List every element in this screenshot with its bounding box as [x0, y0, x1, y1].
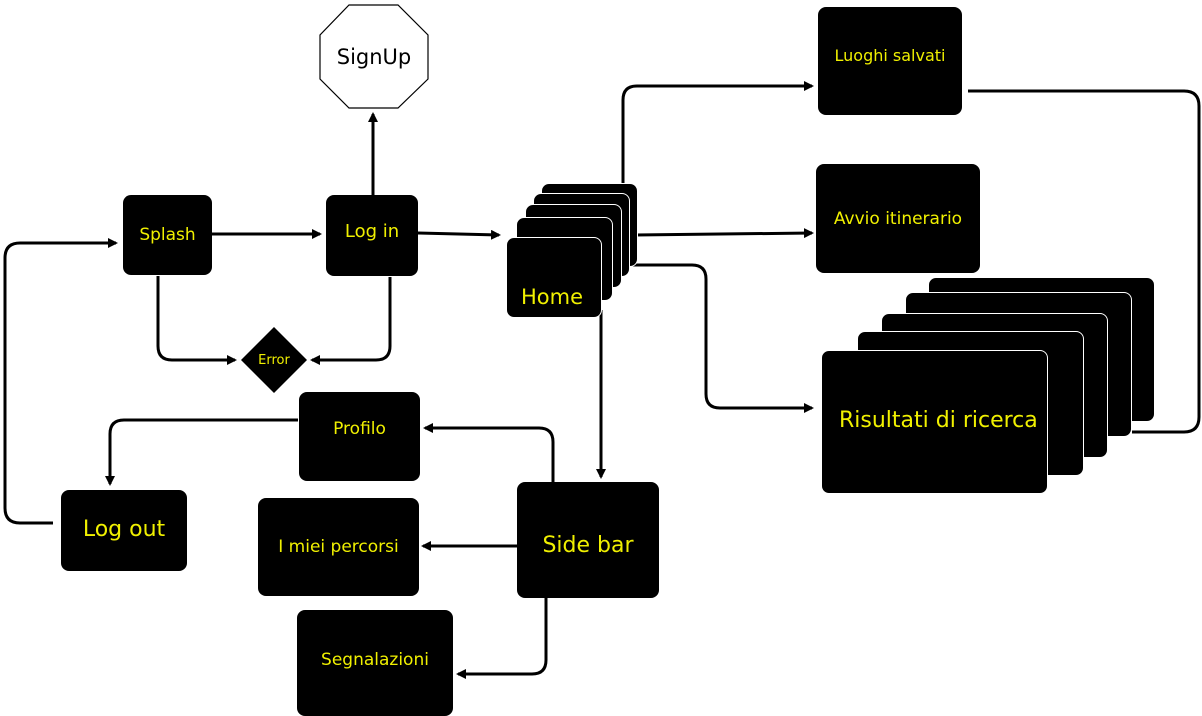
miei-percorsi-node[interactable]: I miei percorsi [258, 498, 419, 596]
edge-luoghi-risultati [968, 89, 1201, 434]
miei-percorsi-label: I miei percorsi [278, 537, 399, 557]
edge-home-avvio [634, 228, 814, 239]
logout-node[interactable]: Log out [61, 490, 187, 571]
error-label: Error [258, 352, 290, 368]
edge-sidebar-segnalazioni [456, 598, 548, 679]
edge-logout-splash [3, 238, 118, 525]
luoghi-salvati-node[interactable]: Luoghi salvati [818, 7, 962, 115]
login-node[interactable]: Log in [326, 195, 418, 276]
signup-label: SignUp [336, 44, 412, 69]
edge-home-luoghi [621, 81, 814, 185]
avvio-itinerario-node[interactable]: Avvio itinerario [816, 164, 980, 273]
logout-label: Log out [82, 516, 166, 542]
segnalazioni-label: Segnalazioni [321, 650, 429, 670]
splash-label: Splash [139, 225, 196, 245]
segnalazioni-node[interactable]: Segnalazioni [297, 610, 453, 716]
login-label: Log in [344, 221, 400, 242]
error-diamond[interactable] [241, 327, 307, 393]
edge-profilo-logout [105, 418, 298, 486]
profilo-node[interactable]: Profilo [299, 392, 420, 481]
edge-login-home [417, 229, 501, 240]
edge-home-risultati [626, 263, 814, 413]
edge-sidebar-profilo [423, 423, 555, 482]
profilo-label: Profilo [333, 418, 386, 439]
home-label: Home [521, 285, 584, 309]
edge-splash-error [156, 276, 237, 365]
splash-node[interactable]: Splash [123, 195, 212, 275]
avvio-itinerario-label: Avvio itinerario [833, 208, 963, 229]
luoghi-salvati-label: Luoghi salvati [834, 45, 946, 65]
sidebar-node[interactable]: Side bar [517, 482, 659, 598]
home-node[interactable]: Home [506, 237, 602, 318]
edge-login-error [310, 277, 392, 365]
risultati-di-ricerca-node[interactable]: Risultati di ricerca [821, 350, 1048, 494]
sidebar-label: Side bar [542, 532, 634, 558]
signup-octagon[interactable] [319, 4, 429, 109]
risultati-di-ricerca-label: Risultati di ricerca [839, 407, 1038, 433]
